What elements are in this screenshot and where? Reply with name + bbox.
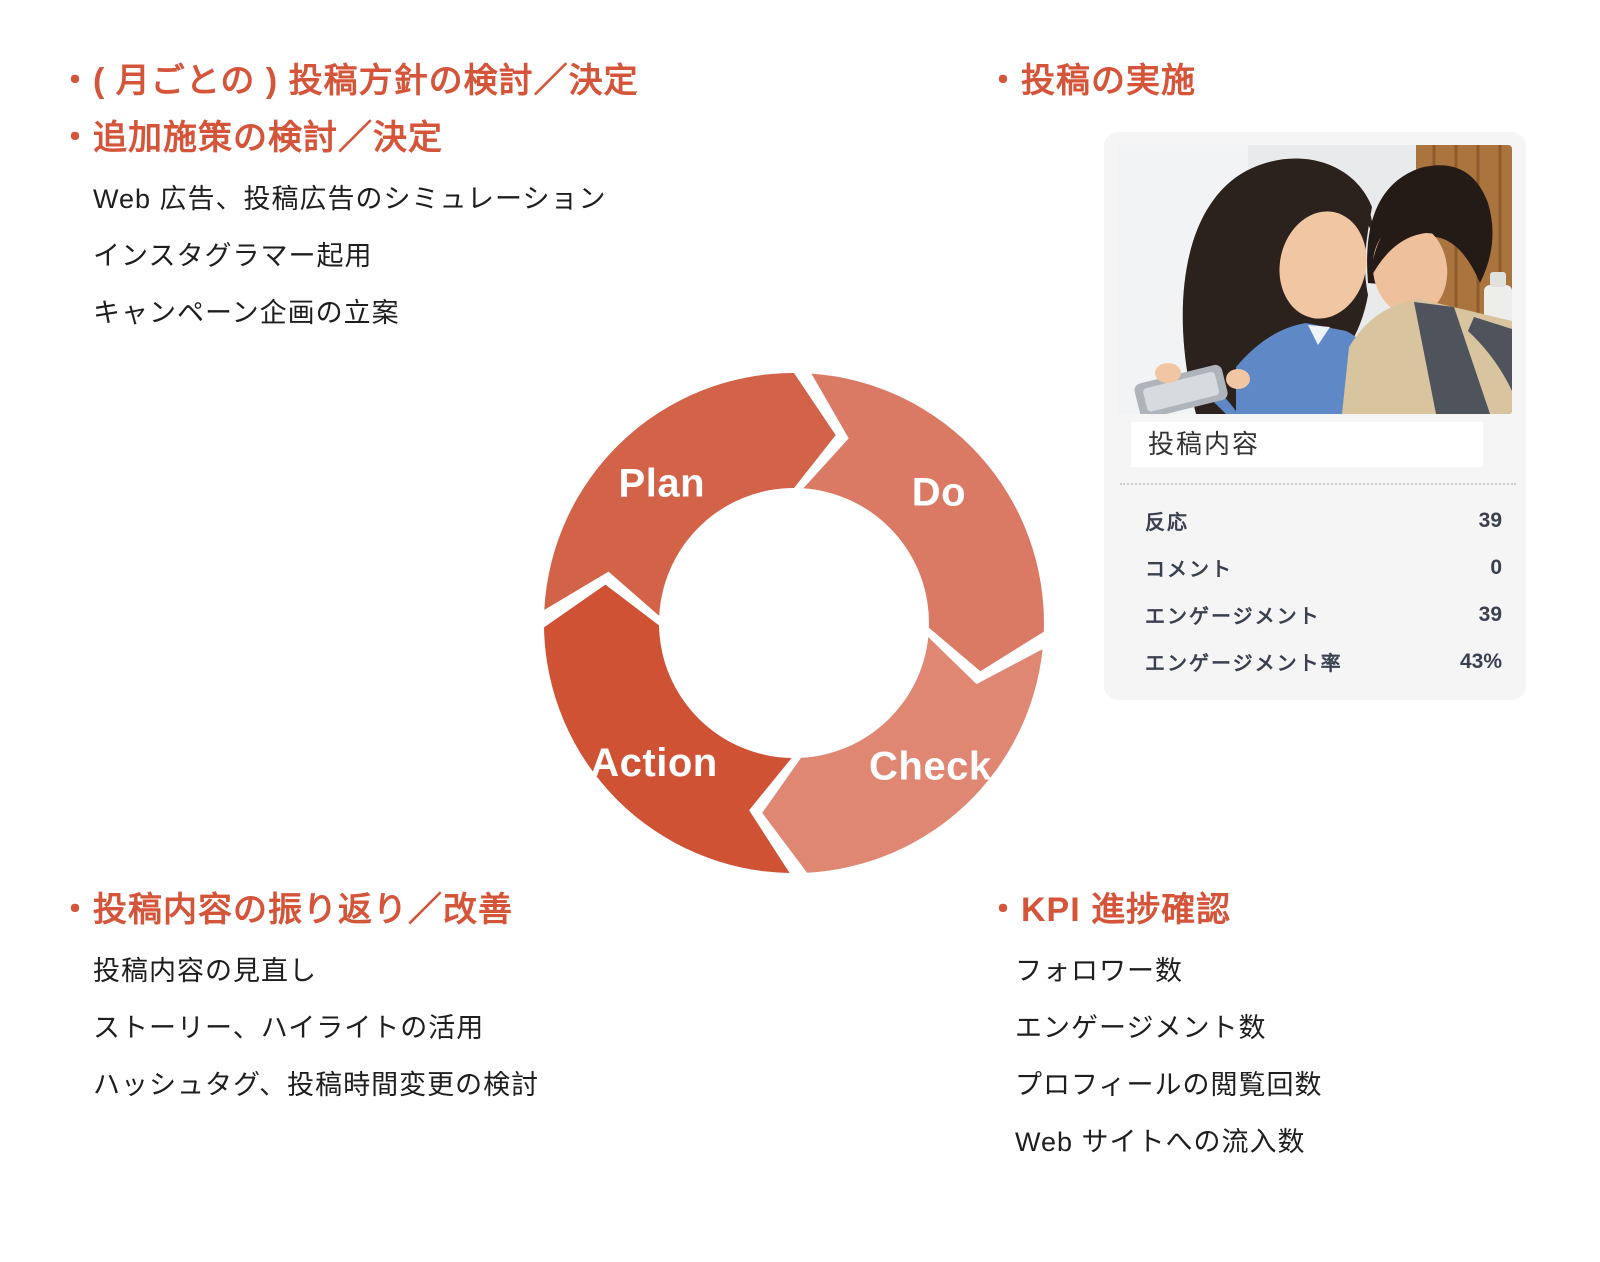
plan-header-1: ・( 月ごとの ) 投稿方針の検討／決定: [58, 62, 639, 100]
pdca-label-action: Action: [590, 741, 717, 785]
pdca-segment-do: [803, 373, 1044, 672]
action-notes: ・投稿内容の振り返り／改善 投稿内容の見直し ストーリー、ハイライトの活用 ハッ…: [58, 882, 539, 1114]
plan-item: インスタグラマー起用: [93, 241, 373, 271]
check-items: フォロワー数 エンゲージメント数 プロフィールの閲覧回数 Web サイトへの流入…: [1015, 943, 1322, 1171]
action-item: ハッシュタグ、投稿時間変更の検討: [93, 1070, 540, 1100]
plan-item: Web 広告、投稿広告のシミュレーション: [93, 184, 607, 214]
stat-label: コメント: [1145, 559, 1233, 581]
plan-header-2: ・追加施策の検討／決定: [58, 119, 443, 157]
action-items: 投稿内容の見直し ストーリー、ハイライトの活用 ハッシュタグ、投稿時間変更の検討: [93, 943, 539, 1114]
check-header: ・KPI 進捗確認: [986, 891, 1232, 929]
stat-row: コメント 0: [1145, 544, 1502, 591]
stat-value: 0: [1490, 555, 1502, 579]
stat-row: 反応 39: [1145, 497, 1502, 544]
plan-items: Web 広告、投稿広告のシミュレーション インスタグラマー起用 キャンペーン企画…: [93, 171, 639, 342]
check-item: エンゲージメント数: [1015, 1013, 1267, 1043]
action-item: ストーリー、ハイライトの活用: [93, 1013, 485, 1043]
pdca-label-plan: Plan: [619, 462, 705, 506]
check-item: Web サイトへの流入数: [1015, 1127, 1306, 1157]
action-item: 投稿内容の見直し: [93, 956, 317, 986]
card-title-bar: 投稿内容: [1131, 422, 1483, 467]
dotted-divider: [1120, 483, 1516, 485]
pdca-segment-action: [544, 584, 792, 873]
card-title: 投稿内容: [1148, 429, 1261, 459]
stat-row: エンゲージメント率 43%: [1145, 638, 1502, 685]
post-stats: 反応 39 コメント 0 エンゲージメント 39 エンゲージメント率 43%: [1145, 497, 1502, 685]
stat-label: エンゲージメント率: [1145, 653, 1343, 675]
stat-row: エンゲージメント 39: [1145, 591, 1502, 638]
do-header: ・投稿の実施: [986, 62, 1196, 100]
stat-value: 43%: [1459, 649, 1502, 673]
pdca-segment-check: [762, 637, 1043, 873]
stat-value: 39: [1478, 508, 1502, 532]
post-photo: [1118, 145, 1512, 414]
pdca-label-check: Check: [869, 745, 992, 789]
photo-two-people-smartphone: [1118, 145, 1512, 414]
action-header: ・投稿内容の振り返り／改善: [58, 891, 513, 929]
check-notes: ・KPI 進捗確認 フォロワー数 エンゲージメント数 プロフィールの閲覧回数 W…: [986, 882, 1322, 1171]
check-item: プロフィールの閲覧回数: [1015, 1070, 1323, 1100]
pdca-segment-plan: [544, 373, 836, 616]
plan-item: キャンペーン企画の立案: [93, 298, 400, 328]
post-stats-card: 投稿内容 反応 39 コメント 0 エンゲージメント 39 エンゲージメント率 …: [1104, 132, 1526, 700]
plan-notes: ・( 月ごとの ) 投稿方針の検討／決定 ・追加施策の検討／決定 Web 広告、…: [58, 53, 639, 342]
do-notes: ・投稿の実施: [986, 53, 1196, 110]
stat-label: エンゲージメント: [1145, 606, 1321, 628]
check-item: フォロワー数: [1015, 956, 1183, 986]
pdca-label-do: Do: [912, 471, 966, 515]
stat-value: 39: [1478, 602, 1502, 626]
stat-label: 反応: [1145, 512, 1189, 534]
